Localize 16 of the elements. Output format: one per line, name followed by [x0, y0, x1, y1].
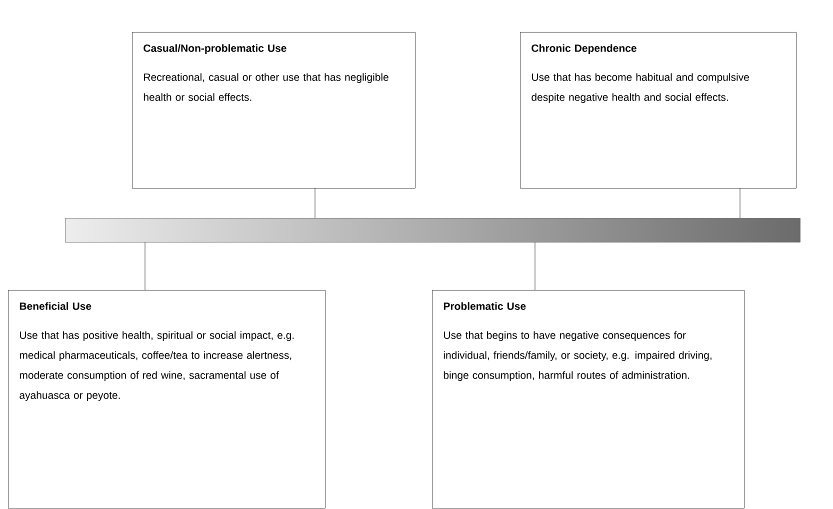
box-description: Use that has become habitual and compulsive despite negative health and social effects.: [532, 73, 749, 103]
box-description: Recreational, casual or other use that has negligible health or social effects.: [144, 73, 388, 101]
connector-line: [144, 242, 146, 290]
connector-line: [534, 242, 536, 290]
box-heading: Problematic Use: [444, 302, 526, 310]
text-box: [132, 32, 416, 188]
text-box: [432, 290, 744, 508]
box-description: Use that has positive health, spiritual or social impact, e.g. medical pharmaceuticals, coffee/tea to increase alertness, moderate consumption of red wine, sacramental use of ayahuasca or peyote.: [20, 331, 294, 401]
box-heading: Chronic Dependence: [532, 44, 636, 54]
box-description: Use that begins to have negative consequences for individual, friends/family, or society, e.g. impaired driving, binge consumption, harmful routes of administration.: [444, 331, 712, 381]
text-box: [8, 290, 326, 508]
box-heading: Beneficial Use: [20, 302, 92, 310]
gradient-bar: [65, 218, 800, 242]
text-box: [520, 32, 796, 188]
box-heading: Casual/Non-problematic Use: [144, 44, 286, 54]
connector-line: [314, 188, 316, 218]
